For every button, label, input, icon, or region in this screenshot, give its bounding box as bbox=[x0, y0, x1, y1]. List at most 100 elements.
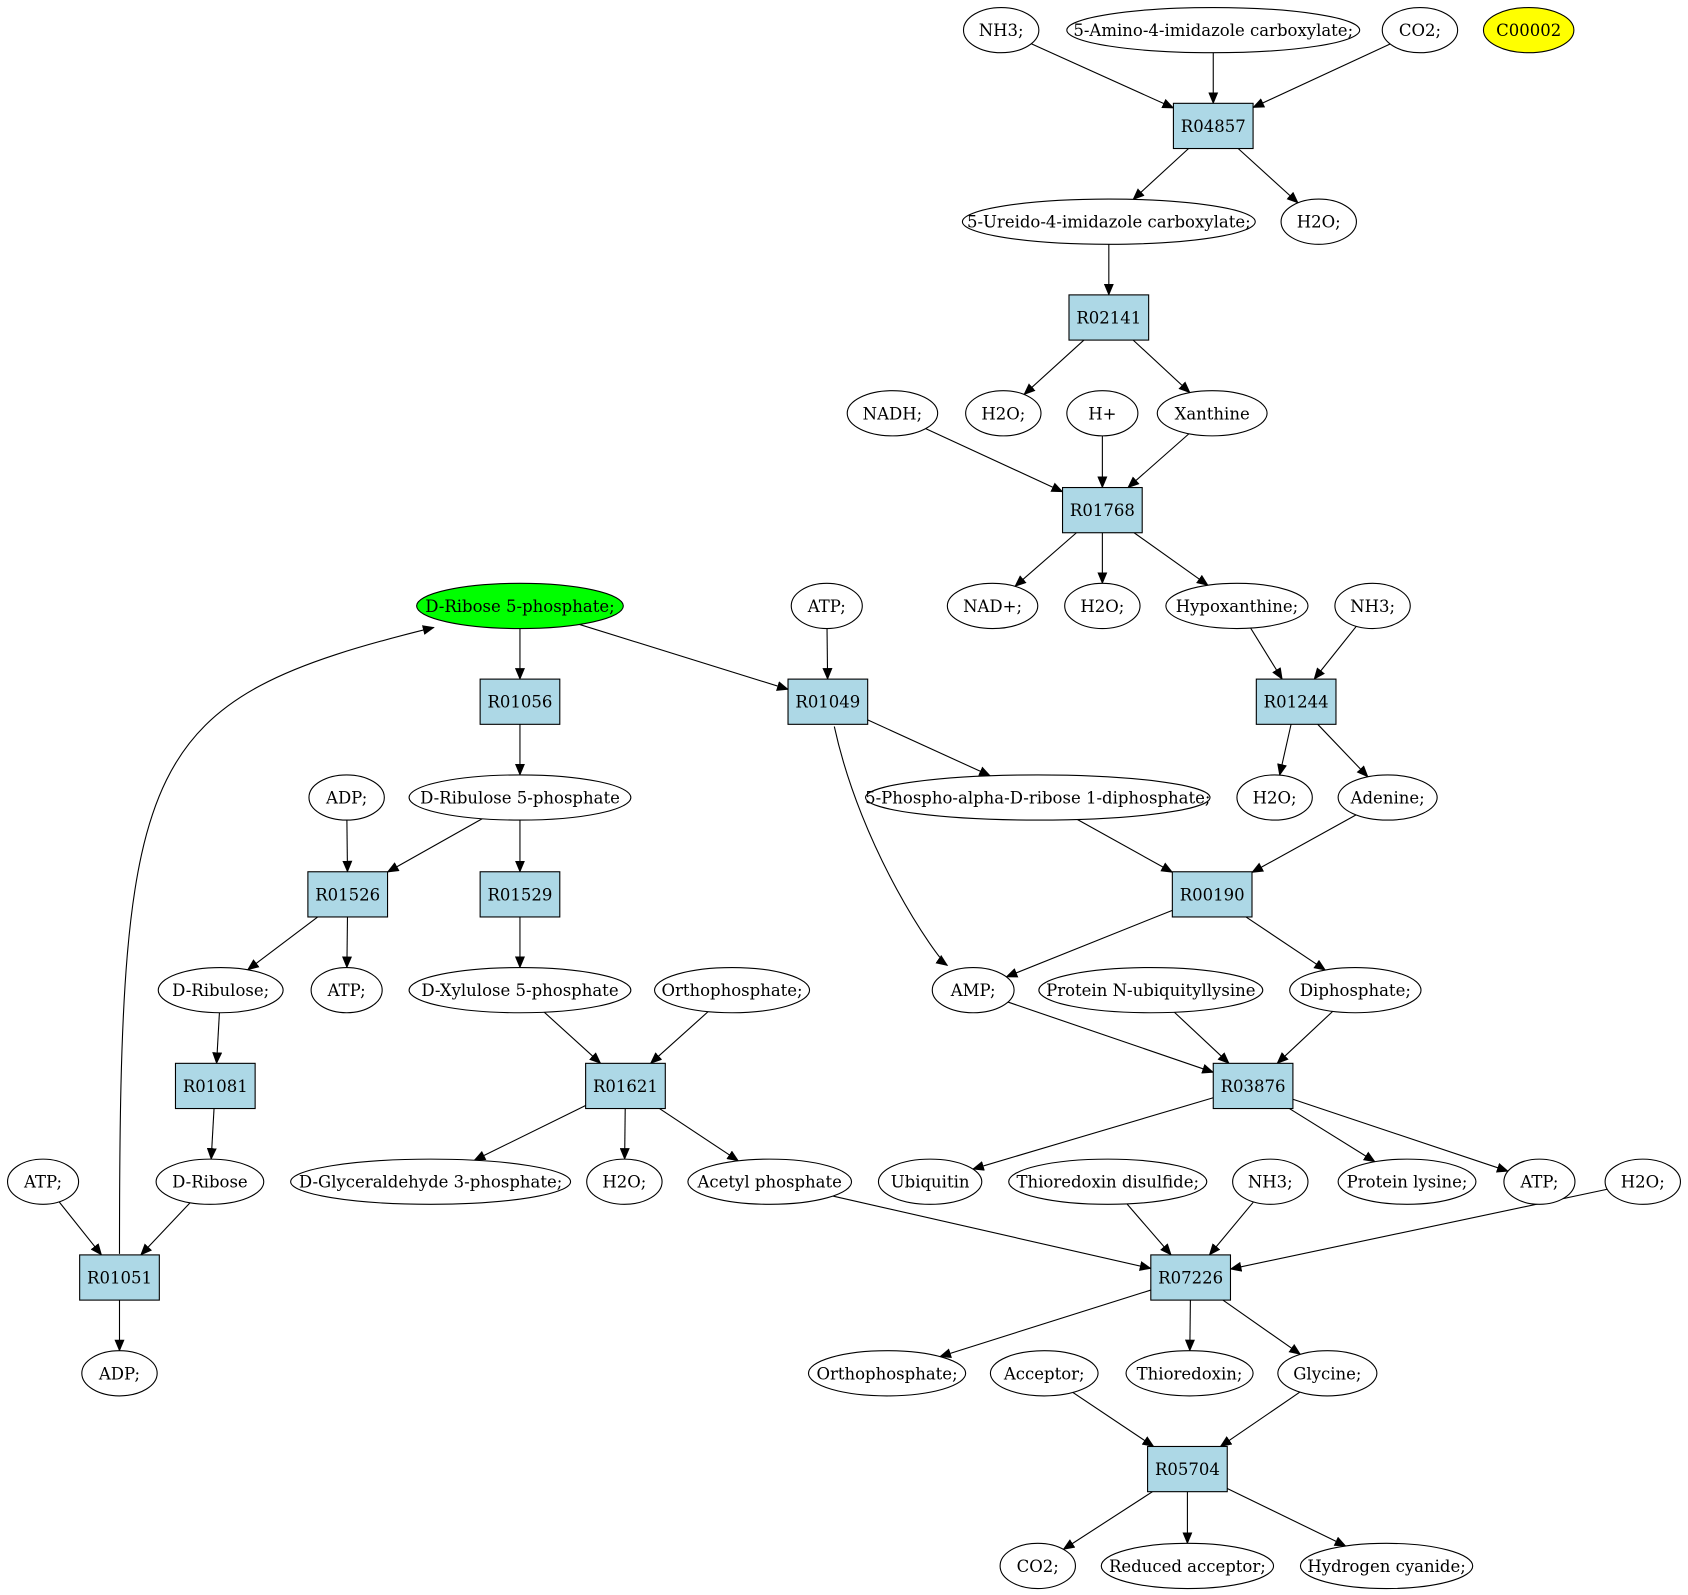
compound-node-dg3p[interactable]: D-Glyceraldehyde 3-phosphate; bbox=[290, 1158, 572, 1205]
compound-label: ATP; bbox=[807, 597, 846, 616]
compound-ellipse bbox=[1066, 390, 1139, 437]
compound-label: Protein lysine; bbox=[1347, 1173, 1468, 1192]
compound-node-dribose[interactable]: D-Ribose bbox=[155, 1158, 265, 1205]
compound-node-nh3-2[interactable]: NH3; bbox=[1334, 582, 1411, 630]
reaction-node-r05704[interactable]: R05704 bbox=[1147, 1445, 1228, 1493]
compound-node-ubiquitin[interactable]: Ubiquitin bbox=[877, 1158, 983, 1205]
compound-node-hplus[interactable]: H+ bbox=[1066, 390, 1139, 437]
compound-label: ATP; bbox=[327, 981, 366, 1000]
compound-node-hcn[interactable]: Hydrogen cyanide; bbox=[1299, 1542, 1474, 1590]
reaction-node-r01051[interactable]: R01051 bbox=[79, 1254, 160, 1301]
compound-node-ureido[interactable]: 5-Ureido-4-imidazole carboxylate; bbox=[961, 198, 1256, 245]
compound-node-adenine[interactable]: Adenine; bbox=[1337, 774, 1438, 821]
compound-node-acceptor[interactable]: Acceptor; bbox=[989, 1350, 1099, 1397]
compound-ellipse bbox=[1334, 582, 1411, 630]
compound-node-trxss[interactable]: Thioredoxin disulfide; bbox=[1008, 1158, 1208, 1205]
compound-node-redacc[interactable]: Reduced acceptor; bbox=[1100, 1542, 1275, 1590]
compound-ellipse bbox=[416, 582, 624, 630]
compound-node-atp-1[interactable]: ATP; bbox=[790, 582, 863, 630]
compound-ellipse bbox=[687, 1158, 853, 1205]
reaction-node-r01244[interactable]: R01244 bbox=[1255, 678, 1337, 725]
compound-node-h2o-2[interactable]: H2O; bbox=[965, 390, 1042, 437]
reaction-node-r00190[interactable]: R00190 bbox=[1171, 871, 1253, 918]
compound-node-dipho[interactable]: Diphosphate; bbox=[1289, 966, 1422, 1014]
compound-ellipse bbox=[1299, 1542, 1474, 1590]
compound-node-pnubl[interactable]: Protein N-ubiquityllysine bbox=[1038, 966, 1264, 1014]
compound-node-dr5p[interactable]: D-Ribose 5-phosphate; bbox=[416, 582, 624, 630]
compound-label: D-Ribose 5-phosphate; bbox=[425, 597, 614, 616]
compound-node-nadplus[interactable]: NAD+; bbox=[946, 582, 1039, 630]
reaction-node-r01049[interactable]: R01049 bbox=[787, 678, 869, 725]
reaction-label: R01526 bbox=[315, 885, 380, 904]
reaction-node-r01081[interactable]: R01081 bbox=[174, 1062, 256, 1110]
compound-node-atp-2[interactable]: ATP; bbox=[310, 966, 383, 1014]
compound-node-atp-3[interactable]: ATP; bbox=[6, 1158, 80, 1205]
compound-node-h2o-4[interactable]: H2O; bbox=[1236, 774, 1313, 821]
compound-label: Thioredoxin disulfide; bbox=[1016, 1173, 1199, 1192]
compound-node-plys[interactable]: Protein lysine; bbox=[1337, 1158, 1477, 1205]
compound-node-ortho-1[interactable]: Orthophosphate; bbox=[653, 966, 811, 1014]
compound-node-h2o-3[interactable]: H2O; bbox=[1064, 582, 1141, 630]
compound-node-dru5p[interactable]: D-Ribulose 5-phosphate bbox=[408, 774, 632, 821]
compound-ellipse bbox=[1337, 1158, 1477, 1205]
compound-label: 5-Amino-4-imidazole carboxylate; bbox=[1073, 21, 1353, 40]
reaction-box bbox=[585, 1062, 666, 1110]
edge-r01768-to-hypox bbox=[1133, 532, 1209, 586]
edge-r07226-to-trx bbox=[1184, 1300, 1195, 1352]
compound-node-dxu5p[interactable]: D-Xylulose 5-phosphate bbox=[408, 966, 632, 1014]
compound-node-h2o-1[interactable]: H2O; bbox=[1280, 198, 1357, 245]
edge-r01244-to-adenine bbox=[1317, 723, 1369, 778]
compound-node-adp-2[interactable]: ADP; bbox=[81, 1350, 158, 1397]
compound-ellipse bbox=[653, 966, 811, 1014]
compound-ellipse bbox=[1236, 774, 1313, 821]
compound-label: H2O; bbox=[602, 1173, 646, 1192]
edge-acceptor-to-r05704 bbox=[1072, 1391, 1155, 1448]
reaction-node-r07226[interactable]: R07226 bbox=[1150, 1254, 1232, 1301]
edge-dribose-to-r01051 bbox=[140, 1202, 191, 1256]
compound-ellipse bbox=[1125, 1350, 1254, 1397]
compound-ellipse bbox=[962, 6, 1040, 54]
compound-node-dribulose[interactable]: D-Ribulose; bbox=[157, 966, 284, 1014]
compound-node-adp-1[interactable]: ADP; bbox=[308, 774, 385, 821]
compound-node-hypox[interactable]: Hypoxanthine; bbox=[1165, 582, 1309, 630]
reaction-label: R01244 bbox=[1264, 693, 1329, 712]
edge-acetylp-to-r07226 bbox=[832, 1195, 1152, 1271]
reaction-node-r01526[interactable]: R01526 bbox=[307, 871, 389, 918]
compound-node-co2-2[interactable]: CO2; bbox=[999, 1542, 1077, 1590]
compound-node-glycine[interactable]: Glycine; bbox=[1277, 1350, 1378, 1397]
compound-node-prpp[interactable]: 5-Phospho-alpha-D-ribose 1-diphosphate; bbox=[864, 774, 1211, 821]
reaction-node-r01621[interactable]: R01621 bbox=[585, 1062, 666, 1110]
reaction-node-r02141[interactable]: R02141 bbox=[1068, 294, 1150, 341]
edge-r01621-to-h2o-5 bbox=[619, 1108, 630, 1161]
compound-node-nadh[interactable]: NADH; bbox=[846, 390, 939, 437]
compound-node-trx[interactable]: Thioredoxin; bbox=[1125, 1350, 1254, 1397]
compound-label: Orthophosphate; bbox=[661, 981, 802, 1000]
compound-node-ortho-2[interactable]: Orthophosphate; bbox=[807, 1350, 967, 1397]
compound-node-nh3-1[interactable]: NH3; bbox=[962, 6, 1040, 54]
compound-node-c00002[interactable]: C00002 bbox=[1482, 6, 1575, 54]
compound-node-acetylp[interactable]: Acetyl phosphate bbox=[687, 1158, 853, 1205]
reaction-node-r01768[interactable]: R01768 bbox=[1061, 486, 1143, 534]
compound-node-h2o-5[interactable]: H2O; bbox=[586, 1158, 663, 1205]
compound-ellipse bbox=[1038, 966, 1264, 1014]
compound-node-aica[interactable]: 5-Amino-4-imidazole carboxylate; bbox=[1066, 6, 1361, 54]
compound-node-co2-1[interactable]: CO2; bbox=[1381, 6, 1459, 54]
compound-node-xanthine[interactable]: Xanthine bbox=[1156, 390, 1268, 437]
reaction-node-r03876[interactable]: R03876 bbox=[1212, 1062, 1294, 1110]
compound-node-atp-4[interactable]: ATP; bbox=[1503, 1158, 1576, 1205]
compound-label: NH3; bbox=[1248, 1173, 1293, 1192]
compound-ellipse bbox=[157, 966, 284, 1014]
compound-label: H2O; bbox=[1253, 789, 1297, 808]
reaction-node-r04857[interactable]: R04857 bbox=[1172, 102, 1254, 150]
reaction-box bbox=[1171, 871, 1253, 918]
reaction-label: R00190 bbox=[1180, 885, 1245, 904]
reaction-node-r01056[interactable]: R01056 bbox=[479, 678, 561, 725]
compound-node-amp[interactable]: AMP; bbox=[931, 966, 1015, 1014]
compound-node-nh3-3[interactable]: NH3; bbox=[1232, 1158, 1309, 1205]
compound-label: H2O; bbox=[1621, 1173, 1665, 1192]
reaction-node-r01529[interactable]: R01529 bbox=[479, 871, 561, 918]
compound-node-h2o-6[interactable]: H2O; bbox=[1604, 1158, 1682, 1205]
reaction-box bbox=[307, 871, 389, 918]
compound-ellipse bbox=[1232, 1158, 1309, 1205]
compound-ellipse bbox=[1066, 6, 1361, 54]
